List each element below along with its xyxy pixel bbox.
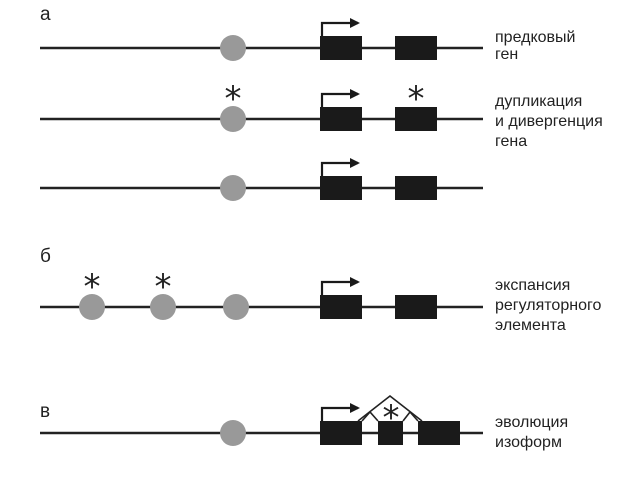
exon-1 [320, 107, 362, 131]
gene-row-isoform-evolution: * [40, 394, 483, 446]
caption-isoform-evolution: эволюция изоформ [495, 414, 573, 451]
splice-junction-left [361, 410, 379, 422]
exon-2 [395, 295, 437, 319]
mutation-star-icon: * [155, 267, 172, 307]
regulatory-element [223, 294, 249, 320]
panel-letter-c: в [40, 401, 50, 422]
regulatory-element [220, 106, 246, 132]
caption-regulatory-expansion: экспансия регуляторного элемента [495, 277, 606, 334]
mutation-star-icon: * [383, 398, 400, 438]
mutation-star-icon: * [225, 79, 242, 119]
caption-ancestral-gene: предковый ген [495, 29, 580, 63]
exon-3 [418, 421, 460, 445]
exon-1 [320, 421, 362, 445]
gene-row-duplicated: * * [40, 79, 483, 132]
gene-row-regulatory-expansion: * * [40, 267, 483, 320]
exon-1 [320, 36, 362, 60]
transcription-start-arrow-icon [320, 18, 360, 36]
transcription-start-arrow-icon [320, 403, 360, 421]
exon-alternative [378, 421, 403, 445]
regulatory-element [220, 35, 246, 61]
mutation-star-icon: * [84, 267, 101, 307]
regulatory-element [220, 420, 246, 446]
splice-junction-right [402, 410, 419, 422]
transcription-start-arrow-icon [320, 277, 360, 295]
exon-2 [395, 176, 437, 200]
mutation-star-icon: * [408, 79, 425, 119]
gene-row-paralog [40, 158, 483, 201]
exon-1 [320, 295, 362, 319]
exon-2 [395, 36, 437, 60]
panel-letter-a: а [40, 4, 51, 25]
regulatory-element [79, 294, 105, 320]
transcription-start-arrow-icon [320, 89, 360, 107]
exon-1 [320, 176, 362, 200]
regulatory-element [150, 294, 176, 320]
regulatory-element [220, 175, 246, 201]
transcription-start-arrow-icon [320, 158, 360, 176]
panel-letter-b: б [40, 246, 51, 267]
gene-row-ancestral [40, 18, 483, 61]
caption-duplication-divergence: дупликация и дивергенция гена [495, 93, 607, 150]
exon-2 [395, 107, 437, 131]
